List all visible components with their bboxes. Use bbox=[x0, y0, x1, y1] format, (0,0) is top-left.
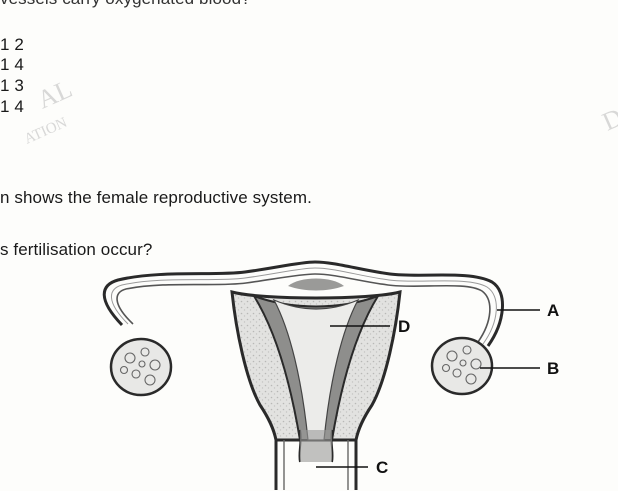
question-stem-partial: vessels carry oxygenated blood? bbox=[0, 0, 251, 9]
diagram-intro: n shows the female reproductive system. bbox=[0, 188, 312, 207]
vagina bbox=[274, 440, 358, 490]
label-a: A bbox=[547, 301, 559, 320]
option-3: 1 3 bbox=[0, 76, 24, 95]
oviduct-lumen bbox=[111, 267, 497, 345]
vagina-inner bbox=[283, 440, 349, 490]
option-4: 1 4 bbox=[0, 97, 24, 116]
oviduct-inner bbox=[116, 273, 491, 343]
option-2: 1 4 bbox=[0, 55, 24, 74]
label-d: D bbox=[398, 317, 410, 336]
label-b: B bbox=[547, 359, 559, 378]
question-text: s fertilisation occur? bbox=[0, 240, 153, 259]
uterine-cavity bbox=[272, 298, 360, 441]
fundus bbox=[288, 278, 344, 291]
label-c: C bbox=[376, 458, 388, 477]
oviduct-outline bbox=[102, 260, 505, 347]
option-1: 1 2 bbox=[0, 35, 24, 54]
